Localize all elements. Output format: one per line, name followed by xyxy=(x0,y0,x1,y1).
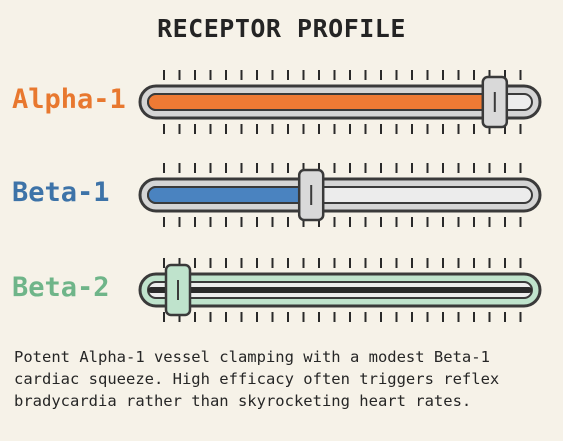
slider-beta-2[interactable] xyxy=(138,258,542,322)
description-line-2: cardiac squeeze. High efficacy often tri… xyxy=(14,370,500,388)
label-beta-2: Beta-2 xyxy=(12,272,110,303)
chart-title: RECEPTOR PROFILE xyxy=(157,14,406,43)
slider-fill xyxy=(147,186,313,204)
label-beta-1: Beta-1 xyxy=(12,177,110,208)
slider-fill xyxy=(147,93,496,111)
description-line-3: bradycardia rather than skyrocketing hea… xyxy=(14,392,472,410)
slider-fill xyxy=(148,287,532,293)
description-line-1: Potent Alpha-1 vessel clamping with a mo… xyxy=(14,348,490,366)
description: Potent Alpha-1 vessel clamping with a mo… xyxy=(14,346,554,412)
slider-alpha-1[interactable] xyxy=(138,70,542,134)
label-alpha-1: Alpha-1 xyxy=(12,84,126,115)
slider-beta-1[interactable] xyxy=(138,163,542,227)
